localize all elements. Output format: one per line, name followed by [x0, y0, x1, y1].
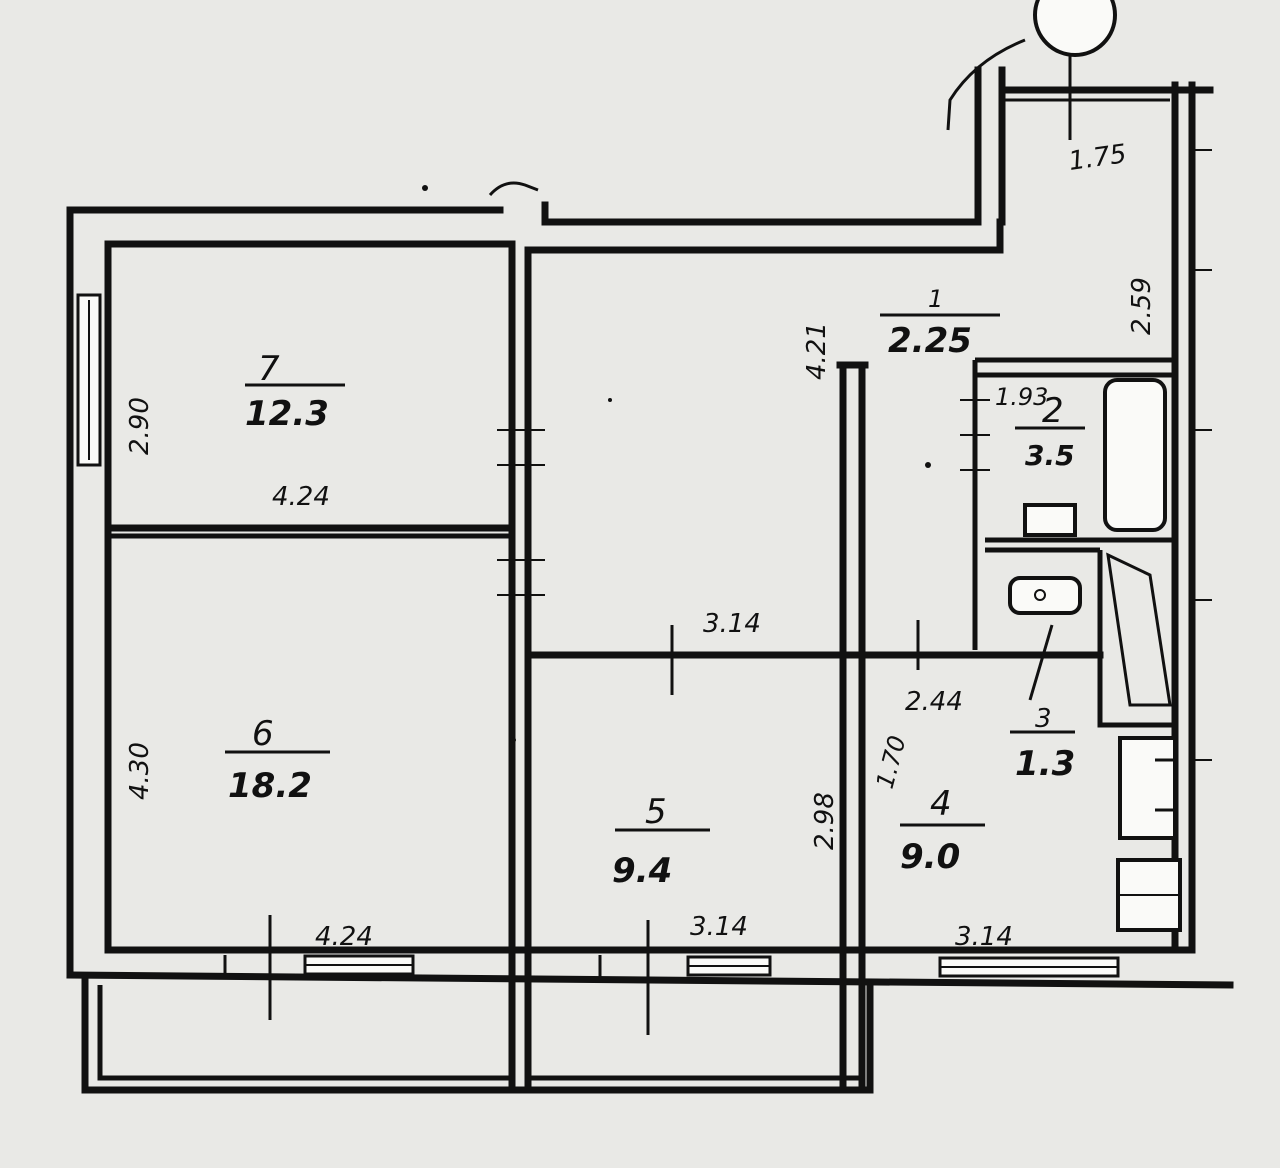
room-7-area: 12.3	[245, 394, 329, 434]
balcony	[81, 976, 874, 1094]
interior-walls	[104, 240, 1175, 1094]
bathroom-fixtures	[1008, 378, 1172, 707]
dim-room5-height: 2.98	[810, 792, 840, 850]
dim-kitchen-height: 1.70	[871, 733, 912, 792]
dim-kitchen-top: 2.44	[905, 687, 963, 717]
round-fixture-icon	[1033, 0, 1117, 57]
room-6-area: 18.2	[228, 766, 312, 806]
dim-bath-width: 1.93	[995, 383, 1048, 411]
dim-room7-height: 2.90	[125, 397, 155, 455]
dim-room6-height: 4.30	[125, 742, 155, 800]
dim-room5-top: 3.14	[703, 609, 761, 639]
room-4-number: 4	[930, 784, 952, 824]
room-2-number: 2	[1042, 391, 1064, 431]
dim-room6-bottom: 4.24	[315, 922, 373, 952]
room-5-area: 9.4	[612, 851, 672, 891]
sink-icon	[1118, 736, 1177, 840]
room-1-area: 2.25	[888, 321, 972, 361]
room-1-number: 1	[928, 285, 943, 313]
room-5-number: 5	[645, 792, 667, 832]
dim-room5-bottom: 3.14	[690, 912, 748, 942]
dim-corridor-length: 2.59	[1127, 277, 1157, 335]
outer-walls	[66, 66, 1234, 989]
room-4-area: 9.0	[900, 837, 960, 877]
room-3-area: 1.3	[1015, 744, 1075, 784]
room-2-area: 3.5	[1025, 439, 1075, 472]
marks	[422, 185, 931, 743]
dim-room7-width: 4.24	[272, 482, 330, 512]
dim-balcony-top: 1.75	[1067, 139, 1129, 177]
dimension-labels: 1.75 2.59 4.21 1.93 4.24 2.90 4.30 4.24 …	[125, 139, 1157, 952]
room-6-number: 6	[252, 714, 274, 754]
bathtub-icon	[1103, 378, 1167, 532]
dim-hall-height: 4.21	[802, 322, 832, 380]
washbasin-icon	[1023, 503, 1077, 537]
kitchen-fixtures	[1116, 736, 1182, 932]
room-labels: 7 12.3 6 18.2 5 9.4 4 9.0 1 2.25 2 3.5 3…	[228, 285, 1075, 891]
top-balcony	[488, 0, 1170, 197]
windows	[76, 293, 1120, 978]
dim-kitchen-bottom: 3.14	[955, 922, 1013, 952]
shower-icon	[1106, 552, 1172, 707]
dimension-ticks	[225, 149, 1212, 1035]
room-3-number: 3	[1035, 704, 1052, 734]
room-7-number: 7	[258, 349, 280, 389]
